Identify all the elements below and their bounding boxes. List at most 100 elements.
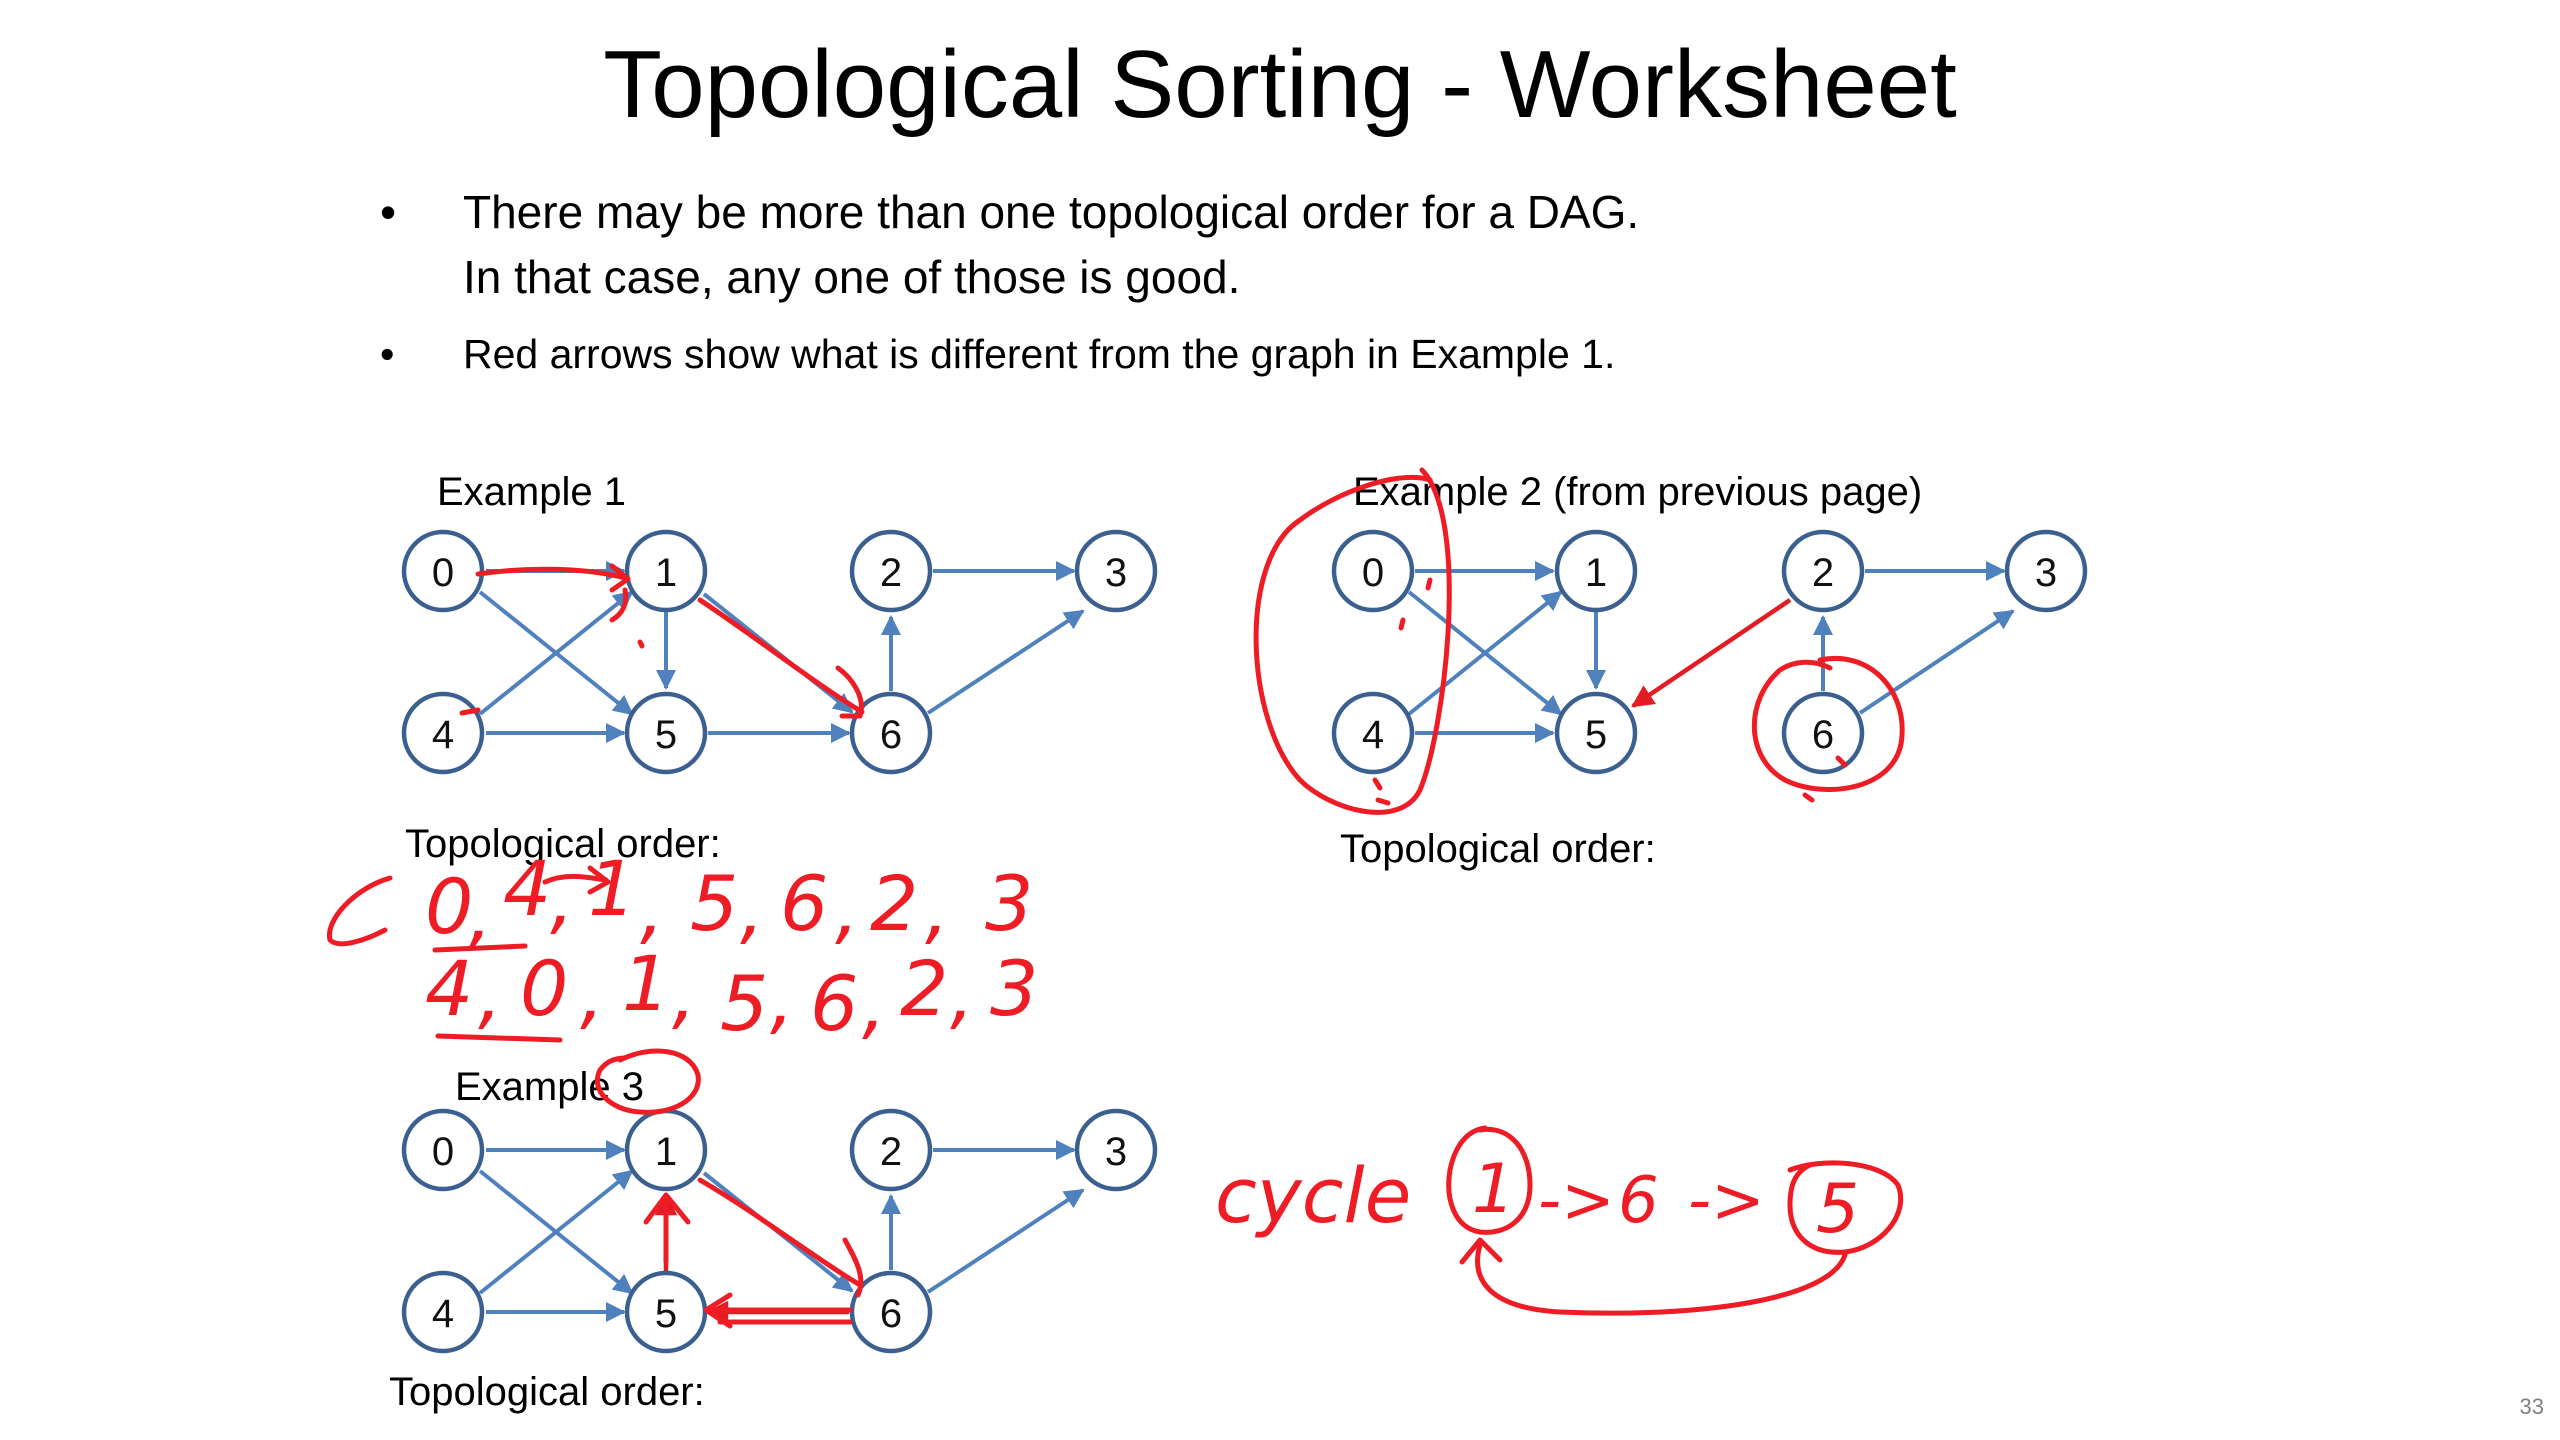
node-2: 2	[849, 1108, 933, 1192]
cycle-annotation: cycle 1 -> 6 -> 5	[1215, 1125, 1904, 1316]
svg-text:4: 4	[432, 713, 454, 757]
svg-text:1: 1	[1585, 551, 1607, 595]
example-2-order-label: Topological order:	[1340, 827, 1656, 871]
svg-text:2: 2	[900, 944, 948, 1033]
svg-text:2: 2	[880, 551, 902, 595]
node-3: 3	[2004, 529, 2088, 613]
node-6: 6	[1781, 691, 1865, 775]
svg-text:0: 0	[432, 551, 454, 595]
example-2-graph: 0 1 2 3 4 5 6	[1331, 529, 2088, 775]
svg-text:,: ,	[925, 864, 949, 953]
bullet-marker: •	[380, 331, 395, 377]
edge-2-5-red	[1631, 598, 1792, 708]
example-2-ink	[1253, 467, 1905, 815]
svg-text:6: 6	[810, 959, 858, 1048]
svg-text:6: 6	[880, 1292, 902, 1336]
node-2: 2	[849, 529, 933, 613]
svg-text:5: 5	[690, 859, 738, 948]
svg-text:3: 3	[990, 944, 1038, 1033]
node-5: 5	[624, 691, 708, 775]
node-2: 2	[1781, 529, 1865, 613]
svg-text:,: ,	[550, 854, 574, 943]
node-6: 6	[849, 691, 933, 775]
node-3: 3	[1074, 1108, 1158, 1192]
svg-text:4: 4	[503, 844, 551, 933]
svg-text:5: 5	[1585, 713, 1607, 757]
example-3-ink	[595, 1048, 864, 1329]
svg-text:,: ,	[672, 949, 696, 1038]
edge-4-1	[478, 1169, 634, 1295]
node-1: 1	[624, 529, 708, 613]
node-0: 0	[1331, 529, 1415, 613]
cycle-node-6: 6	[1618, 1164, 1659, 1238]
svg-text:0: 0	[425, 862, 473, 951]
node-0: 0	[401, 1108, 485, 1192]
svg-text:1: 1	[655, 1130, 677, 1174]
svg-text:3: 3	[1105, 1130, 1127, 1174]
node-0: 0	[401, 529, 485, 613]
cycle-word: cycle	[1215, 1151, 1411, 1240]
svg-text:,: ,	[835, 864, 859, 953]
svg-text:5: 5	[720, 959, 768, 1048]
cycle-arrow-1: ->	[1538, 1164, 1615, 1238]
svg-text:4: 4	[425, 944, 473, 1033]
svg-text:,: ,	[478, 949, 502, 1038]
example-1-label: Example 1	[437, 470, 626, 514]
svg-text:,: ,	[580, 949, 604, 1038]
edge-4-1	[1407, 590, 1563, 716]
node-4: 4	[401, 691, 485, 775]
cycle-node-1: 1	[1472, 1150, 1515, 1229]
bullet-marker: •	[380, 186, 397, 238]
edge-6-3	[1858, 609, 2015, 715]
node-5: 5	[624, 1270, 708, 1354]
svg-text:,: ,	[640, 864, 664, 953]
svg-text:5: 5	[655, 1292, 677, 1336]
example-2-label: Example 2 (from previous page)	[1353, 470, 1922, 514]
page-number: 33	[2519, 1394, 2544, 1419]
example-3-order-label: Topological order:	[389, 1370, 705, 1414]
bullet-1-line-2: In that case, any one of those is good.	[463, 251, 1241, 303]
svg-text:,: ,	[468, 869, 492, 958]
node-4: 4	[401, 1270, 485, 1354]
svg-text:5: 5	[655, 713, 677, 757]
svg-text:3: 3	[1105, 551, 1127, 595]
svg-text:6: 6	[780, 859, 828, 948]
example-1-ink	[459, 563, 865, 719]
svg-text:2: 2	[1812, 551, 1834, 595]
order-line-1: 0 , 4 , 1 , 5 , 6 , 2 , 3	[425, 844, 1033, 958]
svg-text:,: ,	[770, 954, 794, 1043]
node-5: 5	[1554, 691, 1638, 775]
bullet-1-line-1: There may be more than one topological o…	[463, 186, 1640, 238]
edge-6-3	[926, 609, 1085, 715]
handwritten-orders: 0 , 4 , 1 , 5 , 6 , 2 , 3 4 , 0 , 1 , 5 …	[326, 844, 1038, 1048]
node-1: 1	[1554, 529, 1638, 613]
cycle-node-5: 5	[1816, 1170, 1859, 1249]
svg-text:4: 4	[432, 1292, 454, 1336]
slide-title: Topological Sorting - Worksheet	[603, 31, 1957, 138]
node-1: 1	[624, 1108, 708, 1192]
example-1-order-label: Topological order:	[405, 822, 721, 866]
svg-text:,: ,	[950, 949, 974, 1038]
svg-text:6: 6	[880, 713, 902, 757]
order-line-2: 4 , 0 , 1 , 5 , 6 , 2 , 3	[425, 939, 1038, 1048]
svg-text:,: ,	[862, 959, 886, 1048]
svg-text:1: 1	[622, 939, 670, 1028]
bullet-2-line-1: Red arrows show what is different from t…	[463, 331, 1616, 377]
bullet-list: • There may be more than one topological…	[380, 180, 2180, 387]
svg-text:2: 2	[870, 859, 918, 948]
cycle-arrow-2: ->	[1688, 1164, 1765, 1238]
svg-text:1: 1	[655, 551, 677, 595]
svg-text:2: 2	[880, 1130, 902, 1174]
svg-text:0: 0	[1362, 551, 1384, 595]
svg-text:4: 4	[1362, 713, 1384, 757]
node-3: 3	[1074, 529, 1158, 613]
edge-6-3	[926, 1188, 1085, 1294]
node-4: 4	[1331, 691, 1415, 775]
bullet-item-1: • There may be more than one topological…	[380, 180, 2180, 310]
bullet-item-2: • Red arrows show what is different from…	[380, 322, 2180, 387]
node-6: 6	[849, 1270, 933, 1354]
svg-text:,: ,	[740, 864, 764, 953]
example-3-graph: 0 1 2 3 4 5 6	[401, 1108, 1158, 1354]
svg-text:3: 3	[2035, 551, 2057, 595]
